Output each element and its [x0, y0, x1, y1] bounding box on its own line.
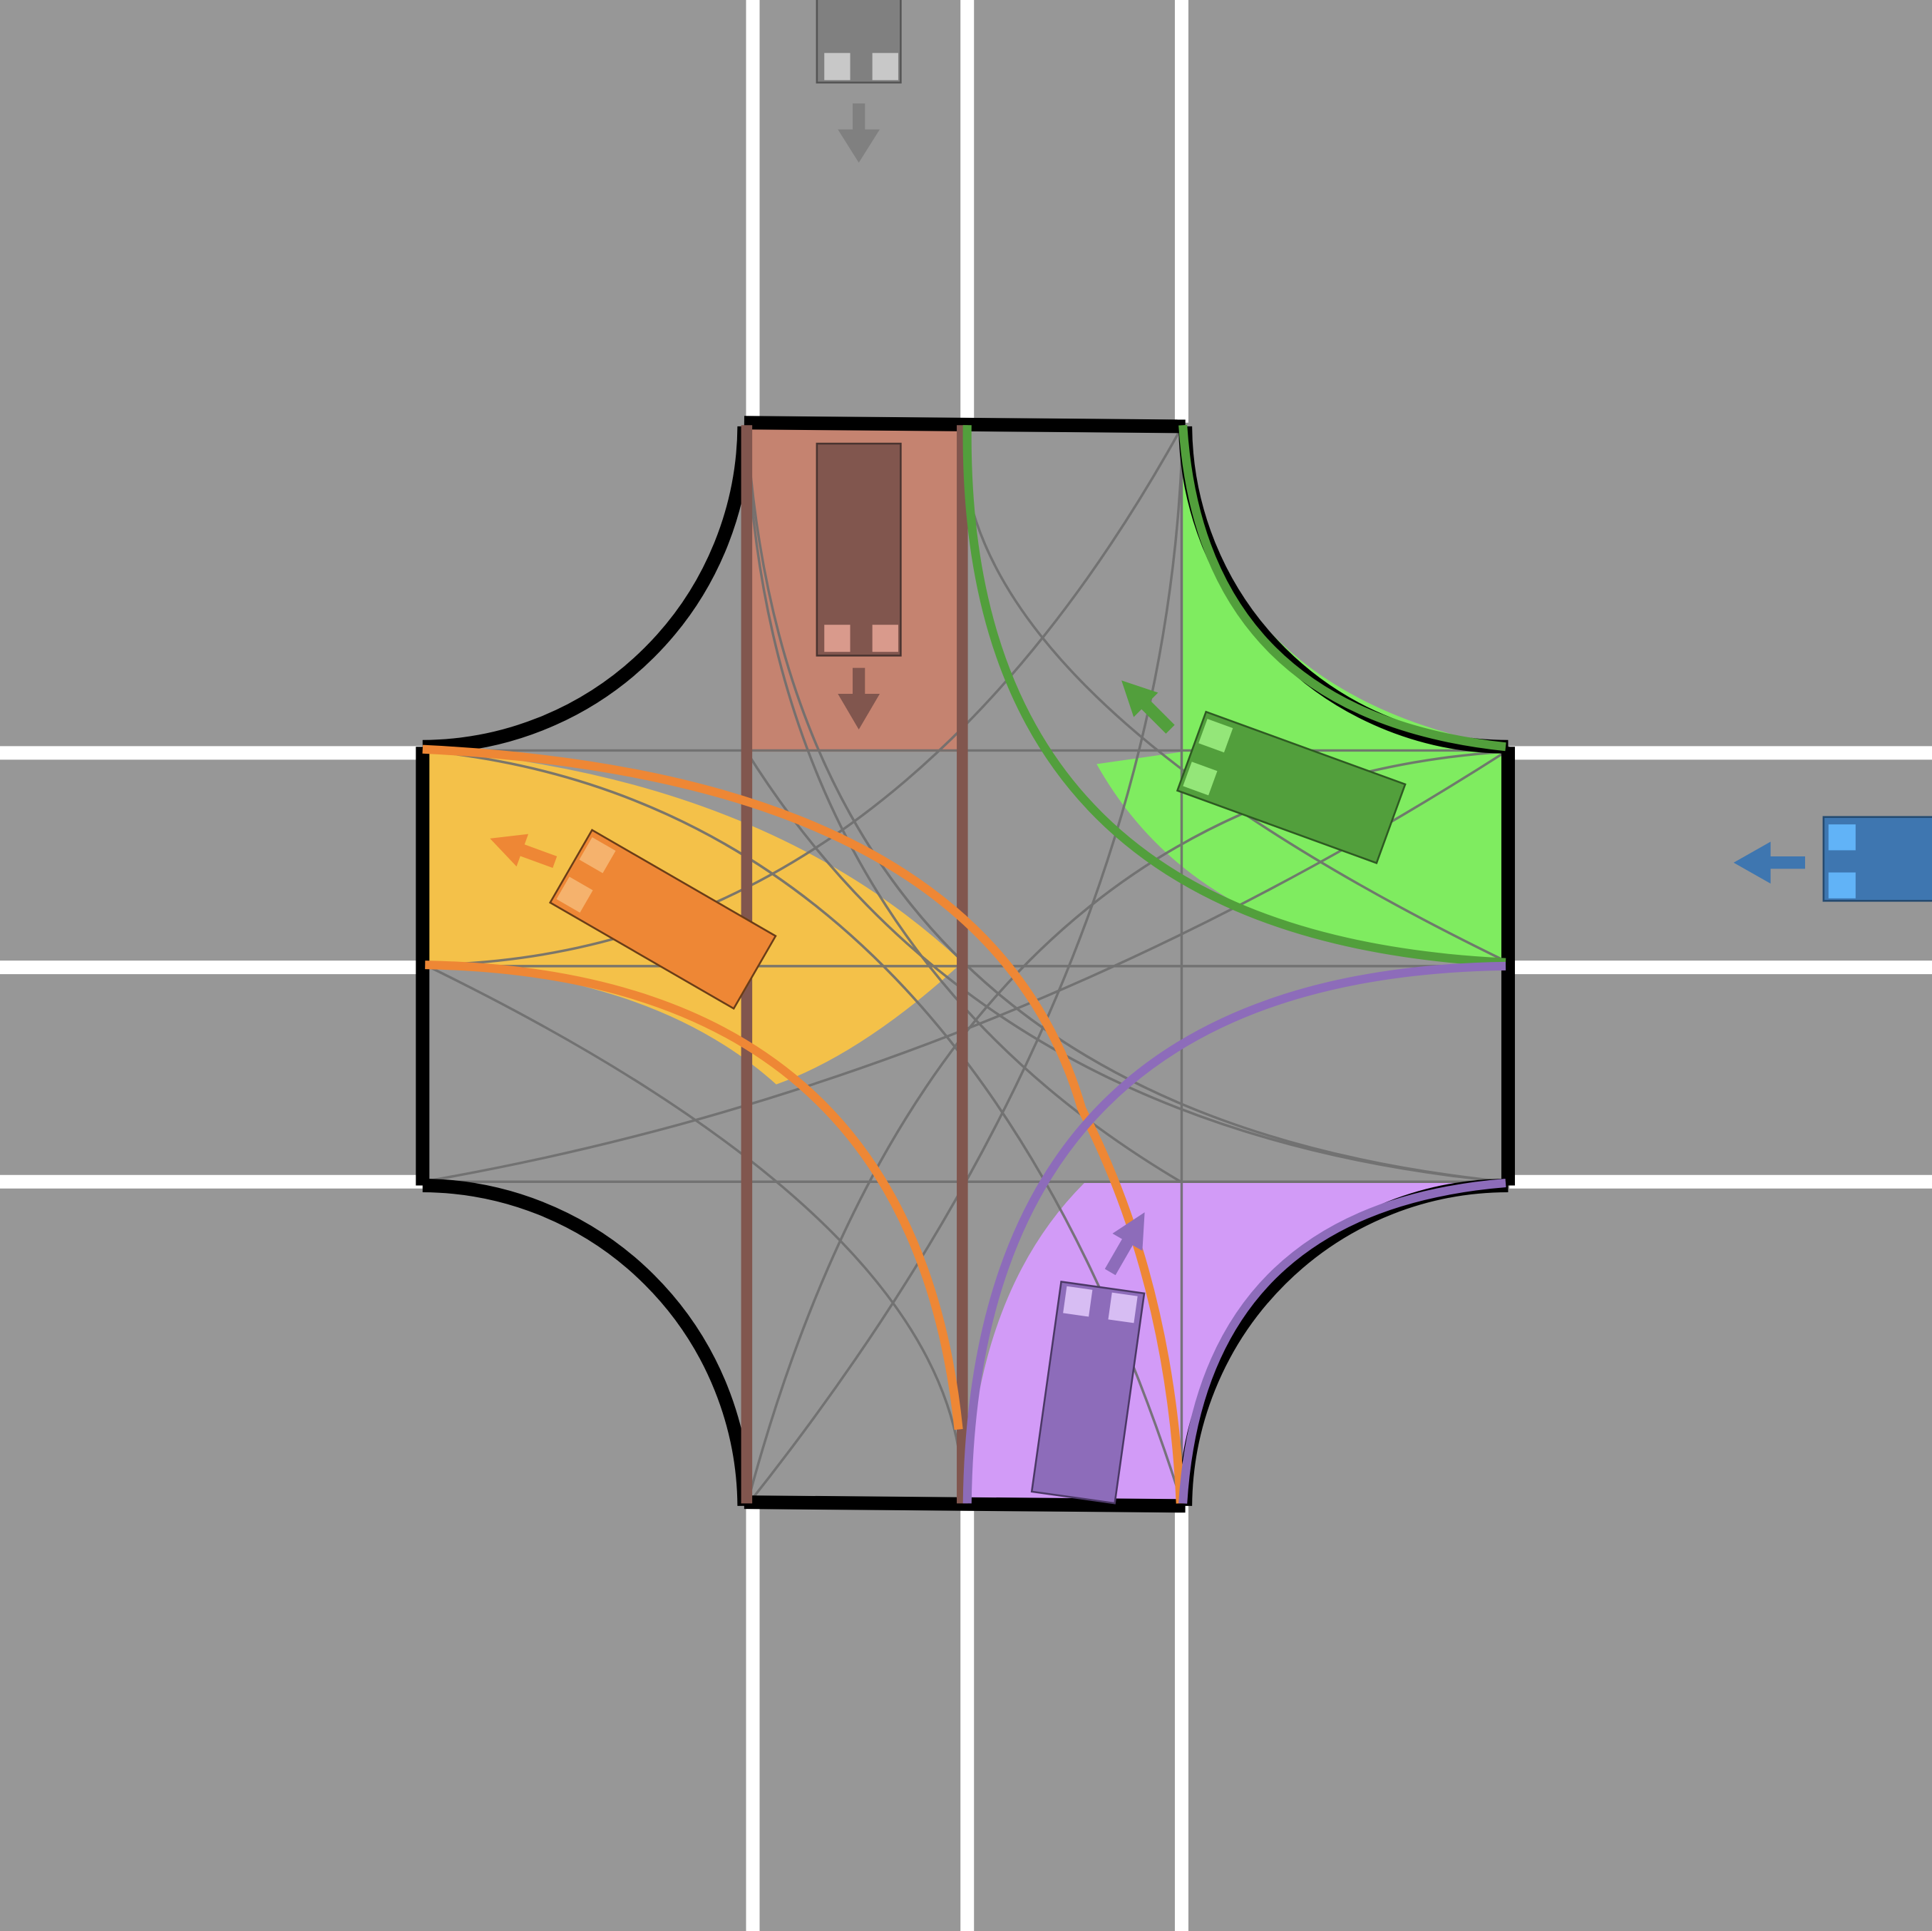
blue-vehicle	[1733, 816, 1932, 902]
brown-vehicle	[816, 442, 902, 730]
green-vehicle	[1176, 710, 1407, 864]
purple-direction-arrow-icon	[1104, 1212, 1145, 1276]
orange-path-outer	[422, 744, 1185, 1504]
green-vehicle-body	[1176, 710, 1407, 864]
brown-vehicle-body	[816, 442, 902, 657]
guide-curve	[424, 963, 964, 1506]
purple-vehicle-light-left	[1063, 1286, 1093, 1317]
brown-direction-arrow-icon	[838, 667, 880, 730]
purple-vehicle-light-right	[1108, 1292, 1138, 1323]
gray-vehicle	[816, 0, 902, 163]
orange-direction-arrow-icon	[490, 834, 557, 869]
orange-vehicle	[548, 829, 777, 1010]
green-path	[962, 425, 1506, 967]
guide-curve	[422, 424, 1184, 966]
green-vehicle-light-top	[1198, 719, 1233, 753]
gray-vehicle-light-right	[872, 53, 898, 81]
north-stop-line	[744, 416, 1186, 434]
orange-vehicle-light-bottom	[556, 876, 593, 913]
brown-vehicle-light-left	[824, 625, 851, 652]
northwest-curb	[422, 426, 751, 754]
green-reserved-zone	[1096, 425, 1506, 963]
green-direction-arrow-icon	[1121, 680, 1175, 734]
gray-vehicle-light-left	[824, 53, 851, 81]
orange-vehicle-body	[548, 829, 777, 1010]
blue-direction-arrow-icon	[1733, 841, 1805, 884]
guide-curve	[746, 425, 1184, 1507]
south-stop-line	[744, 1495, 1186, 1513]
orange-vehicle-light-top	[579, 837, 616, 874]
purple-vehicle	[1030, 1280, 1146, 1505]
orange-path	[422, 744, 1185, 1504]
orange-path-inner	[425, 961, 963, 1430]
purple-path-curb-edge	[1178, 1178, 1506, 1504]
blue-vehicle-light-top	[1828, 824, 1856, 851]
blue-vehicle-light-bottom	[1828, 872, 1856, 898]
gray-direction-arrow-icon	[838, 103, 880, 163]
brown-vehicle-light-right	[872, 625, 898, 652]
southwest-curb	[422, 1178, 751, 1506]
green-vehicle-light-bottom	[1183, 762, 1218, 796]
guide-curve	[745, 425, 1184, 1184]
purple-vehicle-body	[1030, 1280, 1146, 1505]
purple-path	[962, 961, 1506, 1504]
green-path-curb-edge	[1178, 424, 1506, 752]
